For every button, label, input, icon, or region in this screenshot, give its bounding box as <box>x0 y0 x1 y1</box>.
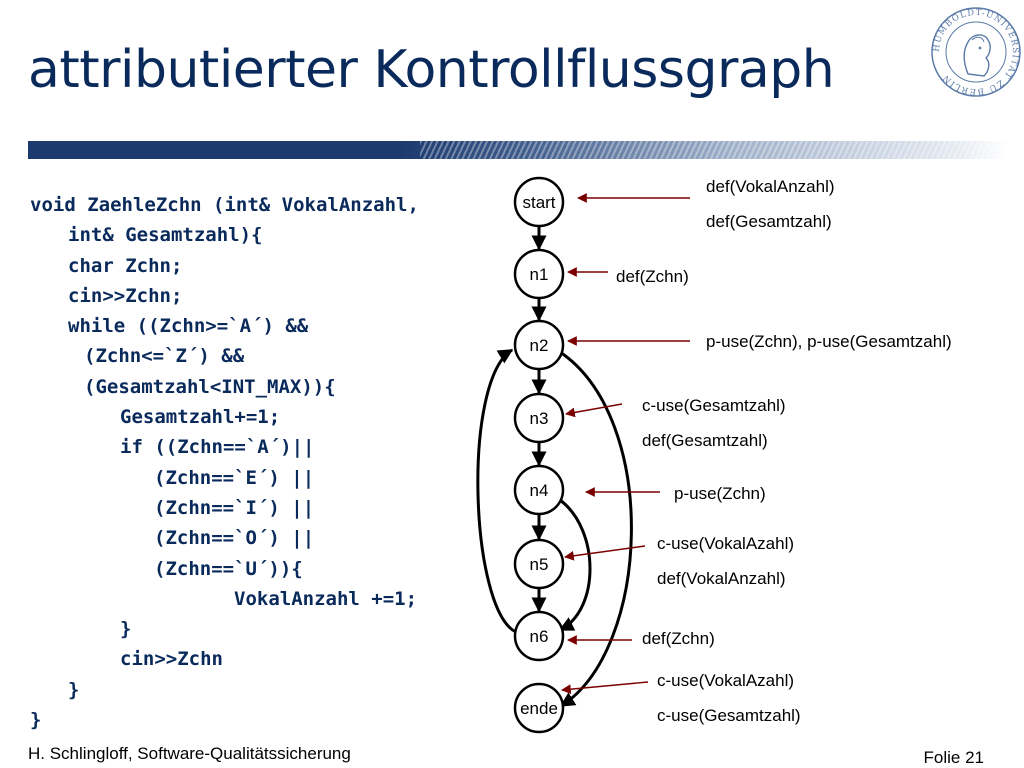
node-label: ende <box>520 699 558 718</box>
code-line: } <box>68 678 80 701</box>
code-line: while ((Zchn>=`A´) && <box>68 315 309 338</box>
annotation-text: def(Zchn) <box>616 267 689 286</box>
node-circle <box>513 682 565 734</box>
code-line: VokalAnzahl +=1; <box>234 587 418 610</box>
code-line: (Zchn==`I´) || <box>154 496 315 519</box>
slide-title: attributierter Kontrollflussgraph <box>28 40 835 100</box>
node-label: n2 <box>530 336 549 355</box>
node-label: n3 <box>530 409 549 428</box>
node-label: n1 <box>530 265 549 284</box>
university-seal-logo: HUMBOLDT-UNIVERSITÄT ZU BERLIN <box>931 7 1021 97</box>
node-label: n6 <box>530 627 549 646</box>
annotation-n2: p-use(Zchn), p-use(Gesamtzahl) <box>567 332 952 351</box>
node-circle <box>513 248 565 300</box>
annotation-n4: p-use(Zchn) <box>585 484 766 503</box>
annotation-text: c-use(VokalAzahl) <box>657 671 794 690</box>
code-line: (Zchn<=`Z´) && <box>84 345 245 368</box>
node-start: start <box>513 176 565 228</box>
node-n5: n5 <box>513 538 565 590</box>
edge-n4-n6 <box>558 498 592 632</box>
code-line: (Zchn==`E´) || <box>154 466 315 489</box>
annotation-arrow <box>564 545 646 561</box>
code-line: void ZaehleZchn (int& VokalAnzahl, <box>30 194 419 216</box>
annotation-text: c-use(Gesamtzahl) <box>642 396 786 415</box>
title-divider-texture <box>420 141 1008 159</box>
node-n6: n6 <box>513 610 565 662</box>
title-divider-bar <box>28 141 1008 159</box>
annotation-text: c-use(Gesamtzahl) <box>657 706 801 725</box>
annotation-text: c-use(VokalAzahl) <box>657 534 794 553</box>
annotation-text: def(VokalAnzahl) <box>657 569 786 588</box>
annotation-n6: def(Zchn) <box>567 629 715 648</box>
node-n3: n3 <box>513 392 565 444</box>
code-line: cin>>Zchn; <box>68 284 183 307</box>
annotation-ende: c-use(VokalAzahl) c-use(Gesamtzahl) <box>561 671 801 725</box>
node-circle <box>513 538 565 590</box>
annotation-arrow <box>561 681 649 695</box>
annotation-n3: c-use(Gesamtzahl) def(Gesamtzahl) <box>565 396 786 450</box>
annotation-n5: c-use(VokalAzahl) def(VokalAnzahl) <box>564 534 794 588</box>
code-line: char Zchn; <box>68 254 183 277</box>
node-circle <box>513 464 565 516</box>
code-line: (Zchn==`U´)){ <box>154 557 303 580</box>
code-line: } <box>120 618 132 641</box>
code-line: Gesamtzahl+=1; <box>120 406 281 429</box>
node-circle <box>513 319 565 371</box>
annotation-text: p-use(Zchn), p-use(Gesamtzahl) <box>706 332 952 351</box>
footer-page-number: Folie 21 <box>923 748 984 767</box>
node-label: n4 <box>530 481 549 500</box>
footer-author: H. Schlingloff, Software-Qualitätssicher… <box>28 744 351 763</box>
annotation-arrow <box>565 403 623 418</box>
annotation-text: def(VokalAnzahl) <box>706 177 835 196</box>
code-line: } <box>30 709 42 732</box>
code-line: cin>>Zchn <box>120 648 223 671</box>
node-n1: n1 <box>513 248 565 300</box>
code-line: (Zchn==`O´) || <box>154 527 315 550</box>
node-circle <box>513 610 565 662</box>
code-listing: void ZaehleZchn (int& VokalAnzahl, int& G… <box>30 190 419 735</box>
annotation-text: def(Gesamtzahl) <box>706 212 832 231</box>
node-n4: n4 <box>513 464 565 516</box>
node-circle <box>513 392 565 444</box>
node-label: n5 <box>530 555 549 574</box>
edge-n2-ende <box>559 350 633 708</box>
node-ende: ende <box>513 682 565 734</box>
node-circle <box>513 176 565 228</box>
annotation-text: def(Gesamtzahl) <box>642 431 768 450</box>
annotation-text: def(Zchn) <box>642 629 715 648</box>
annotation-n1: def(Zchn) <box>567 267 689 286</box>
code-line: (Gesamtzahl<INT_MAX)){ <box>84 375 336 398</box>
annotation-start: def(VokalAnzahl) def(Gesamtzahl) <box>577 177 835 231</box>
edge-n6-n2 <box>476 348 517 634</box>
node-n2: n2 <box>513 319 565 371</box>
code-line: if ((Zchn==`A´)|| <box>120 436 315 459</box>
node-label: start <box>522 193 555 212</box>
code-line: int& Gesamtzahl){ <box>68 224 263 247</box>
annotation-text: p-use(Zchn) <box>674 484 766 503</box>
